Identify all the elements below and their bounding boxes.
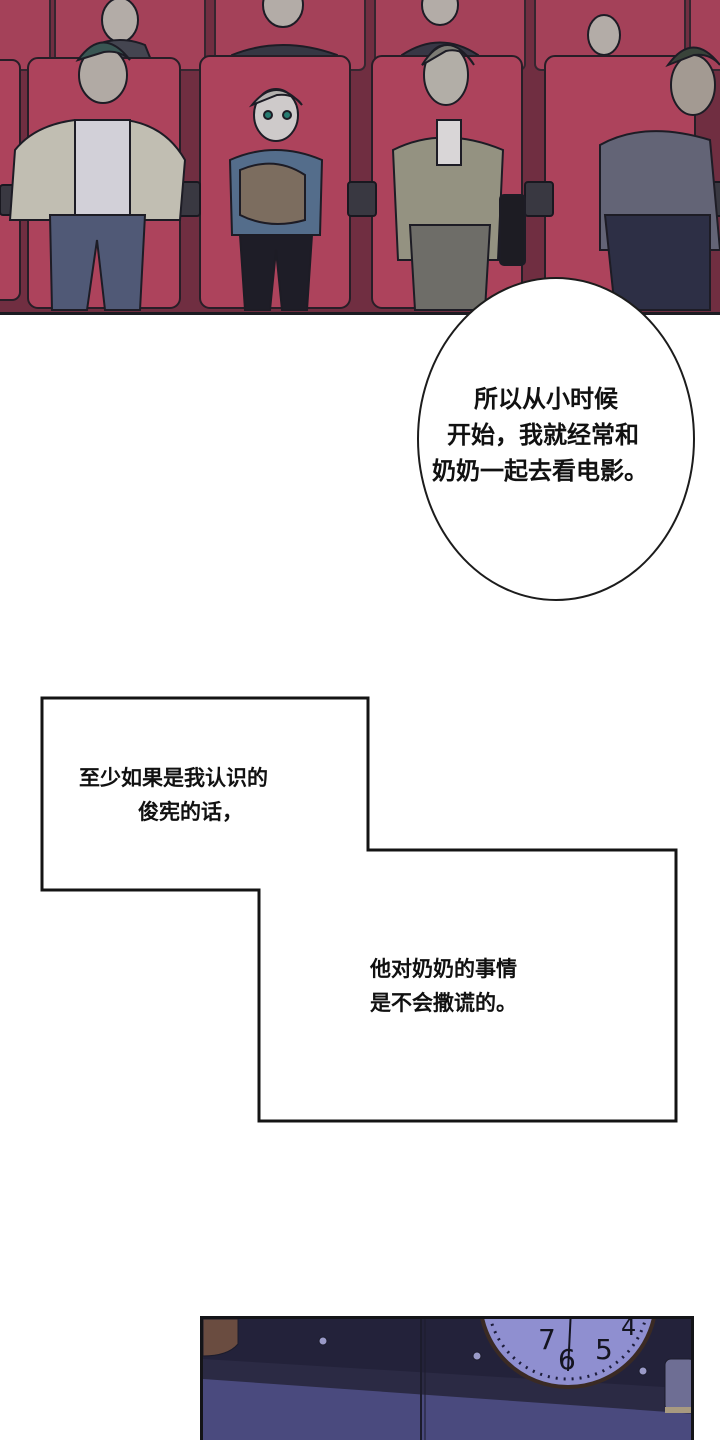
clock-number-4: 4 (621, 1319, 636, 1341)
narration-line-4: 是不会撒谎的。 (370, 991, 517, 1015)
theater-panel (0, 0, 720, 315)
speech-line-2: 开始，我就经常和 (447, 421, 639, 449)
clock-number-7: 7 (538, 1323, 556, 1356)
speech-line-3: 奶奶一起去看电影。 (432, 457, 648, 485)
speech-bubble: 所以从小时候 开始，我就经常和 奶奶一起去看电影。 (417, 277, 695, 601)
narration-line-2: 俊宪的话， (138, 800, 243, 824)
speech-bubble-shape (417, 277, 695, 601)
narration-line-3: 他对奶奶的事情 (370, 957, 517, 981)
speech-line-1: 所以从小时候 (474, 385, 618, 413)
narration-box: 至少如果是我认识的 俊宪的话， 他对奶奶的事情 是不会撒谎的。 (40, 696, 678, 1123)
clock-wall-panel: 7 6 5 4 (200, 1316, 694, 1440)
narration-line-1: 至少如果是我认识的 (79, 766, 268, 790)
clock-number-6: 6 (558, 1343, 576, 1376)
theater-illustration (0, 0, 720, 312)
clock-wall-illustration: 7 6 5 4 (203, 1319, 691, 1440)
narration-box-shape (40, 696, 678, 1123)
clock-number-5: 5 (595, 1333, 613, 1366)
